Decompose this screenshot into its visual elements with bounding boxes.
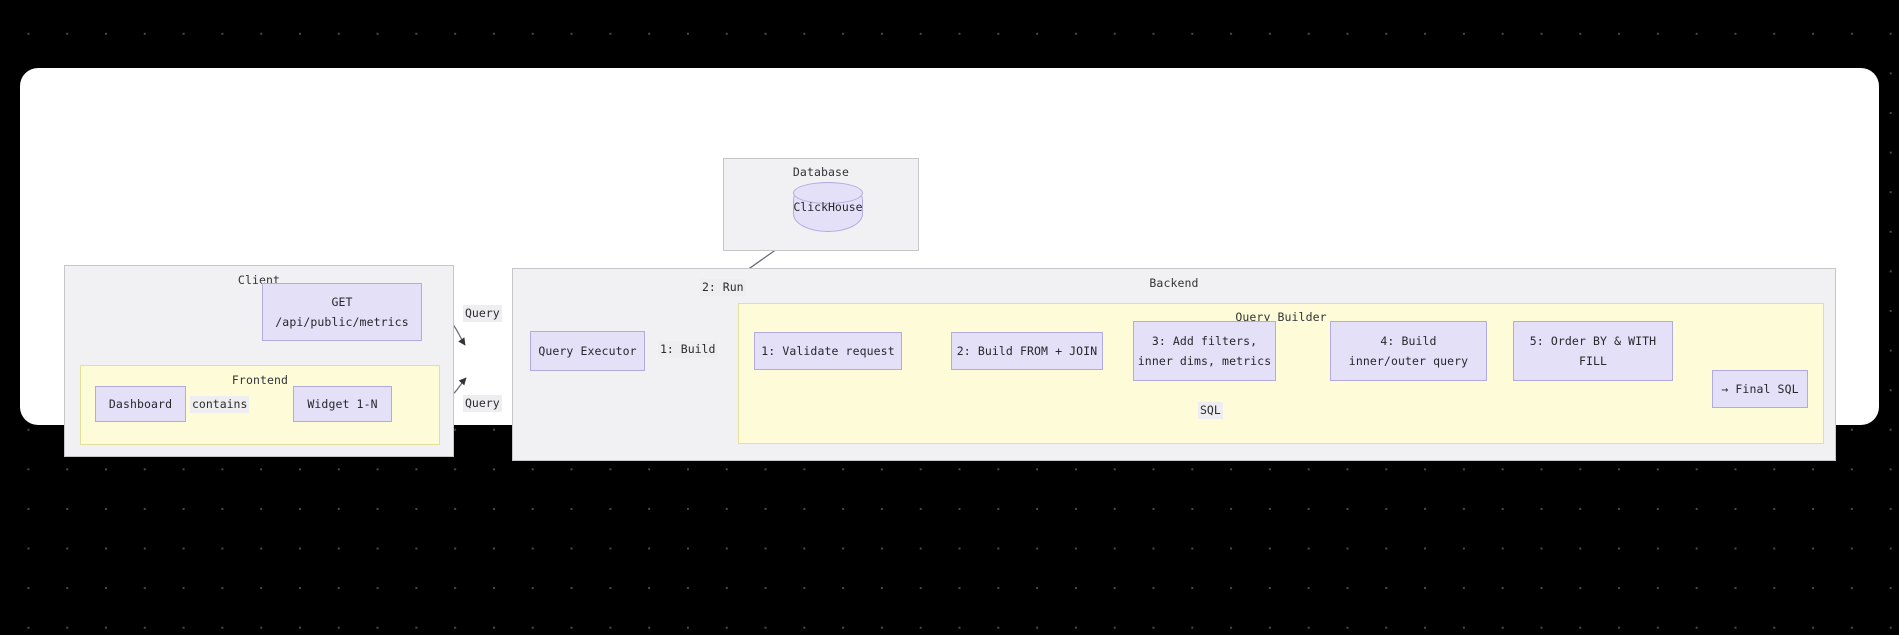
node-final-sql[interactable]: → Final SQL (1712, 370, 1808, 408)
cluster-backend-label: Backend (1149, 276, 1199, 290)
node-step-4-line2: inner/outer query (1348, 354, 1469, 368)
node-step-3-line1: 3: Add filters, (1151, 333, 1258, 348)
node-widget-label: Widget 1-N (307, 396, 378, 411)
node-step-2-line1: 2: Build FROM + JOIN (956, 343, 1098, 358)
node-query-executor-label: Query Executor (538, 343, 637, 358)
node-step-2-build-from-join[interactable]: 2: Build FROM + JOIN (951, 332, 1103, 370)
node-dashboard-label: Dashboard (108, 396, 173, 411)
cluster-query-builder-label: Query Builder (1235, 310, 1327, 324)
node-query-executor[interactable]: Query Executor (530, 331, 645, 371)
node-step-4-build-inner-outer-query[interactable]: 4: Build inner/outer query (1330, 321, 1487, 381)
edge-label-build: 1: Build (658, 341, 718, 358)
node-step-3-add-filters[interactable]: 3: Add filters, inner dims, metrics (1133, 321, 1276, 381)
node-step-5-line1: 5: Order BY & WITH (1529, 333, 1657, 348)
edge-label-sql: SQL (1198, 402, 1223, 419)
node-dashboard[interactable]: Dashboard (95, 386, 186, 422)
node-clickhouse-database[interactable]: ClickHouse (793, 182, 863, 232)
edge-label-run: 2: Run (700, 279, 746, 296)
edge-label-contains: contains (190, 396, 250, 413)
node-step-5-order-by-with-fill[interactable]: 5: Order BY & WITH FILL (1513, 321, 1673, 381)
cluster-database-label: Database (792, 165, 850, 179)
edge-label-query-top: Query (463, 305, 502, 322)
cluster-frontend-label: Frontend (231, 373, 289, 387)
node-step-3-line2: inner dims, metrics (1137, 354, 1272, 368)
node-api-endpoint[interactable]: GET /api/public/metrics (262, 283, 422, 341)
node-widget[interactable]: Widget 1-N (293, 386, 392, 422)
node-clickhouse-label: ClickHouse (793, 200, 863, 214)
edge-label-query-bottom: Query (463, 395, 502, 412)
node-step-1-validate-request[interactable]: 1: Validate request (754, 332, 902, 370)
node-step-5-line2: FILL (1578, 354, 1608, 368)
node-step-4-line1: 4: Build (1380, 333, 1437, 348)
node-step-1-line1: 1: Validate request (761, 343, 895, 358)
node-api-endpoint-line2: /api/public/metrics (275, 315, 409, 329)
node-api-endpoint-line1: GET (331, 294, 353, 309)
node-final-sql-label: → Final SQL (1721, 381, 1799, 396)
